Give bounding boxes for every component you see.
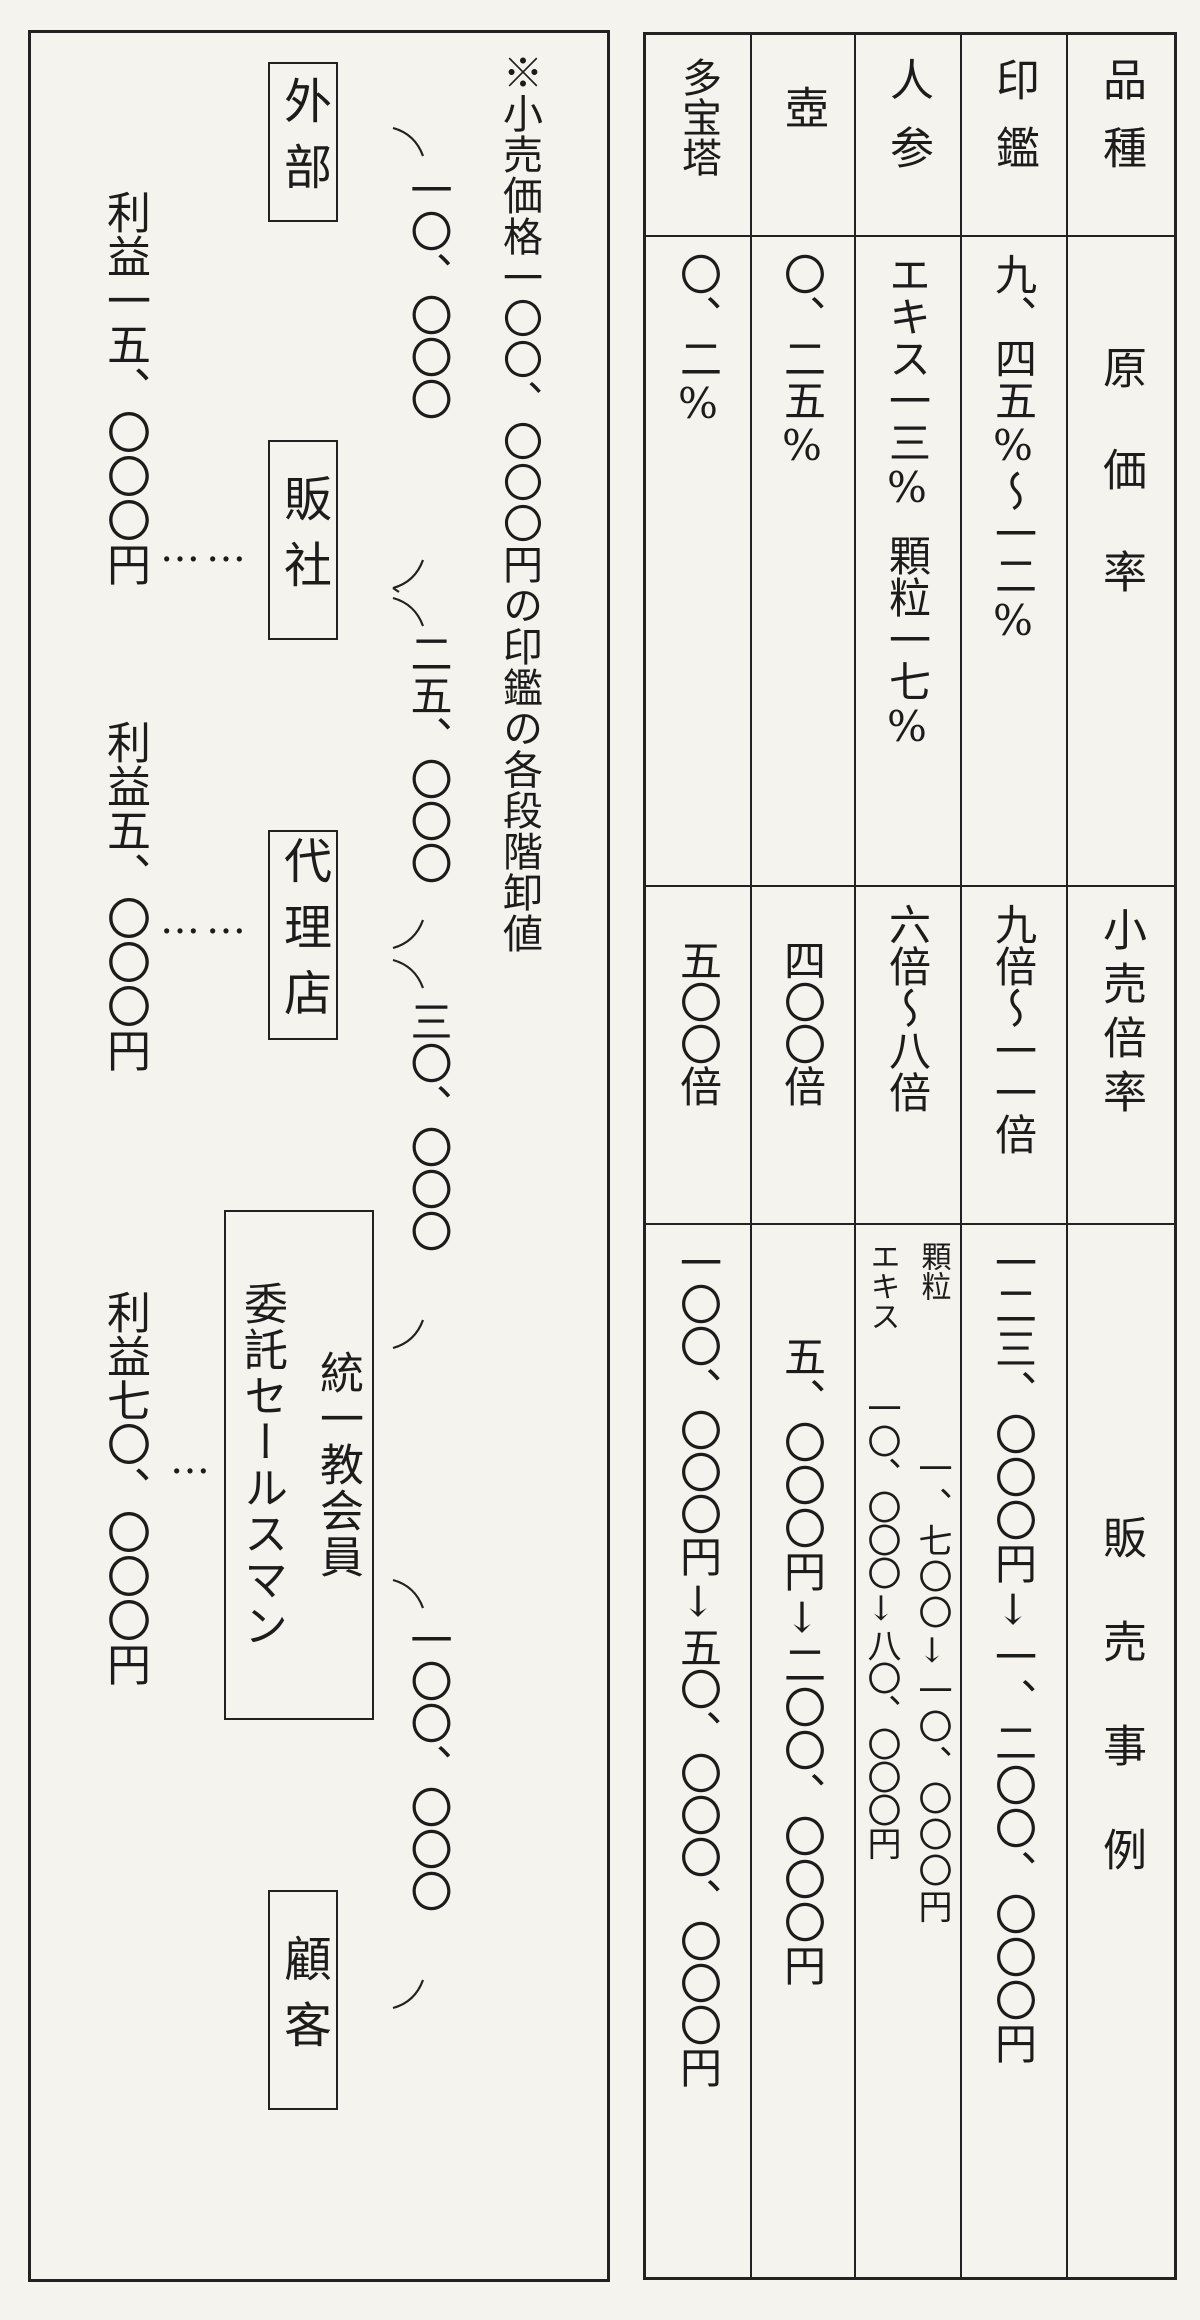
hdr-hinshu-text: 品種 bbox=[1095, 57, 1146, 193]
price-hansha-to-dairiten: 二五、〇〇〇 bbox=[404, 632, 453, 884]
box-gaibu: 外部 bbox=[268, 62, 338, 222]
inkan-jirei-text: 一二三、〇〇〇円↓一、二〇〇、〇〇〇円 bbox=[988, 1241, 1038, 2065]
ninjin-jirei-ekisu-value: 一〇、〇〇〇↓八〇、〇〇〇円 bbox=[861, 1391, 901, 1859]
ninjin-bairitsu-text: 六倍〜八倍 bbox=[882, 903, 932, 1113]
tahoto-name: 多宝塔 bbox=[646, 57, 750, 177]
box-dairiten: 代理店 bbox=[268, 830, 338, 1040]
box-hansha-label: 販社 bbox=[275, 474, 331, 606]
row-divider-3 bbox=[646, 1223, 1174, 1225]
leader-dots-dairiten: …… bbox=[160, 897, 252, 943]
box-gaibu-label: 外部 bbox=[275, 76, 331, 208]
box-itaku-line1: 委託セールスマン bbox=[236, 1281, 287, 1649]
hdr-genkaritsu-text: 原価率 bbox=[1095, 345, 1146, 651]
tahoto-bairitsu-text: 五〇〇倍 bbox=[673, 939, 723, 1107]
tahoto-jirei-text: 一〇〇、〇〇〇円↓五〇、〇〇〇、〇〇〇円 bbox=[673, 1241, 723, 2088]
ninjin-jirei-ekisu-label: エキス bbox=[864, 1241, 900, 1331]
bracket-end-itaku bbox=[392, 1319, 425, 1350]
hdr-kouribairitsu: 小売倍率 bbox=[1066, 907, 1174, 1123]
column-tsubo bbox=[750, 35, 856, 2277]
profit-itaku: 利益七〇、〇〇〇円 bbox=[99, 1290, 150, 1686]
ninjin-name: 人参 bbox=[854, 57, 960, 193]
ninjin-jirei: エキス 一〇、〇〇〇↓八〇、〇〇〇円 顆粒 一、七〇〇↓一〇、〇〇〇円 bbox=[854, 1241, 960, 1925]
inkan-bairitsu: 九倍〜一一倍 bbox=[960, 903, 1066, 1155]
ninjin-jirei-karyu: 顆粒 一、七〇〇↓一〇、〇〇〇円 bbox=[908, 1241, 957, 1925]
inkan-genka: 九、四五%〜一二% bbox=[960, 253, 1066, 645]
bracket-end-hansha bbox=[392, 559, 425, 590]
inkan-name: 印鑑 bbox=[960, 57, 1066, 193]
ninjin-bairitsu: 六倍〜八倍 bbox=[854, 903, 960, 1113]
tsubo-jirei: 五、〇〇〇円↓二〇〇、〇〇〇円 bbox=[750, 1335, 854, 1987]
ninjin-genka-ekisu: エキス一三% bbox=[882, 253, 932, 512]
column-ninjin bbox=[854, 35, 962, 2277]
bracket-start-itaku bbox=[392, 1578, 425, 1609]
wholesale-flow-panel bbox=[28, 30, 610, 2282]
ninjin-jirei-ekisu: エキス 一〇、〇〇〇↓八〇、〇〇〇円 bbox=[857, 1241, 906, 1925]
row-divider-2 bbox=[646, 885, 1174, 887]
tahoto-name-text: 多宝塔 bbox=[675, 57, 721, 177]
box-hansha: 販社 bbox=[268, 440, 338, 640]
price-gaibu-to-hansha: 一〇、〇〇〇 bbox=[404, 168, 453, 420]
column-header bbox=[1066, 35, 1176, 2277]
tsubo-genka: 〇、二五% bbox=[750, 253, 854, 470]
tsubo-name: 壺 bbox=[750, 85, 854, 153]
hdr-genkaritsu: 原価率 bbox=[1066, 345, 1174, 651]
bracket-start-hansha bbox=[392, 596, 425, 627]
box-kokyaku-label: 顧客 bbox=[275, 1934, 331, 2066]
inkan-genka-text: 九、四五%〜一二% bbox=[988, 253, 1038, 645]
bracket-end-kokyaku bbox=[392, 1979, 425, 2010]
profit-hansha: 利益一五、〇〇〇円 bbox=[99, 190, 150, 586]
tahoto-genka: 〇、二% bbox=[646, 253, 750, 428]
price-itaku-to-kokyaku: 一〇〇、〇〇〇 bbox=[404, 1618, 453, 1912]
bracket-start-dairiten bbox=[392, 958, 425, 989]
column-inkan bbox=[960, 35, 1068, 2277]
row-divider-1 bbox=[646, 235, 1174, 237]
tsubo-bairitsu: 四〇〇倍 bbox=[750, 939, 854, 1107]
ninjin-jirei-karyu-label: 顆粒 bbox=[915, 1241, 951, 1301]
tahoto-bairitsu: 五〇〇倍 bbox=[646, 939, 750, 1107]
tahoto-genka-text: 〇、二% bbox=[673, 253, 723, 428]
inkan-jirei: 一二三、〇〇〇円↓一、二〇〇、〇〇〇円 bbox=[960, 1241, 1066, 2065]
tsubo-genka-text: 〇、二五% bbox=[777, 253, 827, 470]
wholesale-note: ※小売価格一〇〇、〇〇〇円の印鑑の各段階卸値 bbox=[496, 52, 542, 954]
inkan-name-text: 印鑑 bbox=[988, 57, 1039, 193]
box-itaku-salesman: 委託セールスマン 統一教会員 bbox=[224, 1210, 374, 1720]
box-itaku-line2: 統一教会員 bbox=[312, 1350, 363, 1580]
tsubo-bairitsu-text: 四〇〇倍 bbox=[777, 939, 827, 1107]
ninjin-genka: エキス一三% 顆粒一七% bbox=[854, 253, 960, 751]
hdr-hanbaijirei-text: 販売事例 bbox=[1095, 1515, 1146, 1931]
ninjin-jirei-karyu-value: 一、七〇〇↓一〇、〇〇〇円 bbox=[912, 1451, 952, 1925]
hdr-hanbaijirei: 販売事例 bbox=[1066, 1515, 1174, 1931]
profit-dairiten: 利益五、〇〇〇円 bbox=[99, 720, 150, 1072]
leader-dots-itaku: … bbox=[170, 1437, 212, 1483]
ninjin-name-text: 人参 bbox=[882, 57, 933, 193]
box-dairiten-label: 代理店 bbox=[275, 836, 331, 1034]
inkan-bairitsu-text: 九倍〜一一倍 bbox=[988, 903, 1038, 1155]
flow-brackets bbox=[392, 126, 425, 2010]
ninjin-genka-karyu: 顆粒一七% bbox=[882, 534, 932, 751]
product-margin-table: 品種 原価率 小売倍率 販売事例 印鑑 九、四五%〜一二% 九倍〜一一倍 一二三… bbox=[643, 32, 1177, 2280]
tsubo-name-text: 壺 bbox=[777, 85, 828, 153]
bracket-start-gaibu bbox=[392, 126, 425, 157]
tsubo-jirei-text: 五、〇〇〇円↓二〇〇、〇〇〇円 bbox=[777, 1335, 827, 1987]
hdr-hinshu: 品種 bbox=[1066, 57, 1174, 193]
bracket-end-dairiten bbox=[392, 919, 425, 950]
hdr-kouribairitsu-text: 小売倍率 bbox=[1095, 907, 1146, 1123]
tahoto-jirei: 一〇〇、〇〇〇円↓五〇、〇〇〇、〇〇〇円 bbox=[646, 1241, 750, 2088]
price-dairiten-to-itaku: 三〇、〇〇〇 bbox=[404, 1000, 453, 1252]
box-kokyaku: 顧客 bbox=[268, 1890, 338, 2110]
leader-dots-hansha: …… bbox=[160, 525, 252, 571]
